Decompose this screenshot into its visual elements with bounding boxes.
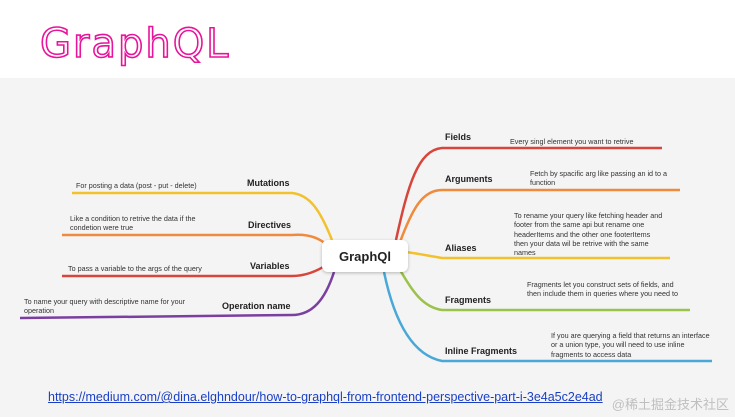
branch-line-operation xyxy=(19,271,336,320)
operation-name-desc: To name your query with descriptive name… xyxy=(24,297,185,316)
aliases-desc: To rename your query like fetching heade… xyxy=(514,211,663,258)
directives-desc: Like a condition to retrive the data if … xyxy=(70,214,196,233)
fragments-desc: Fragments let you construct sets of fiel… xyxy=(527,280,679,299)
central-node: GraphQl xyxy=(322,240,408,272)
inline-fragments-label: Inline Fragments xyxy=(445,346,518,356)
fragments-label: Fragments xyxy=(445,295,492,305)
branch-line-fragments xyxy=(398,269,690,312)
variables-label: Variables xyxy=(250,261,290,271)
watermark: @稀土掘金技术社区 xyxy=(611,397,729,412)
source-link[interactable]: https://medium.com/@dina.elghndour/how-t… xyxy=(48,390,603,404)
operation-name-label: Operation name xyxy=(222,301,291,311)
directives-label: Directives xyxy=(248,220,292,230)
inline-fragments-desc: If you are querying a field that returns… xyxy=(551,331,710,359)
arguments-desc: Fetch by spacific arg like passing an id… xyxy=(530,169,668,188)
branch-line-inline xyxy=(382,271,712,363)
branch-line-mutations xyxy=(72,191,334,241)
mutations-label: Mutations xyxy=(247,178,290,188)
branch-line-arguments xyxy=(398,188,680,243)
aliases-label: Aliases xyxy=(445,243,477,253)
mind-map-branches xyxy=(19,146,712,363)
variables-desc: To pass a variable to the args of the qu… xyxy=(68,264,202,273)
branch-line-fields xyxy=(394,146,662,241)
slide-title: GraphQL xyxy=(39,21,231,67)
fields-label: Fields xyxy=(445,132,472,142)
fields-desc: Every singl element you want to retrive xyxy=(510,137,634,146)
branch-line-aliases xyxy=(405,250,670,260)
mutations-desc: For posting a data (post - put - delete) xyxy=(76,181,197,190)
title-band xyxy=(0,0,735,78)
branch-line-directives xyxy=(62,233,329,247)
arguments-label: Arguments xyxy=(445,174,493,184)
